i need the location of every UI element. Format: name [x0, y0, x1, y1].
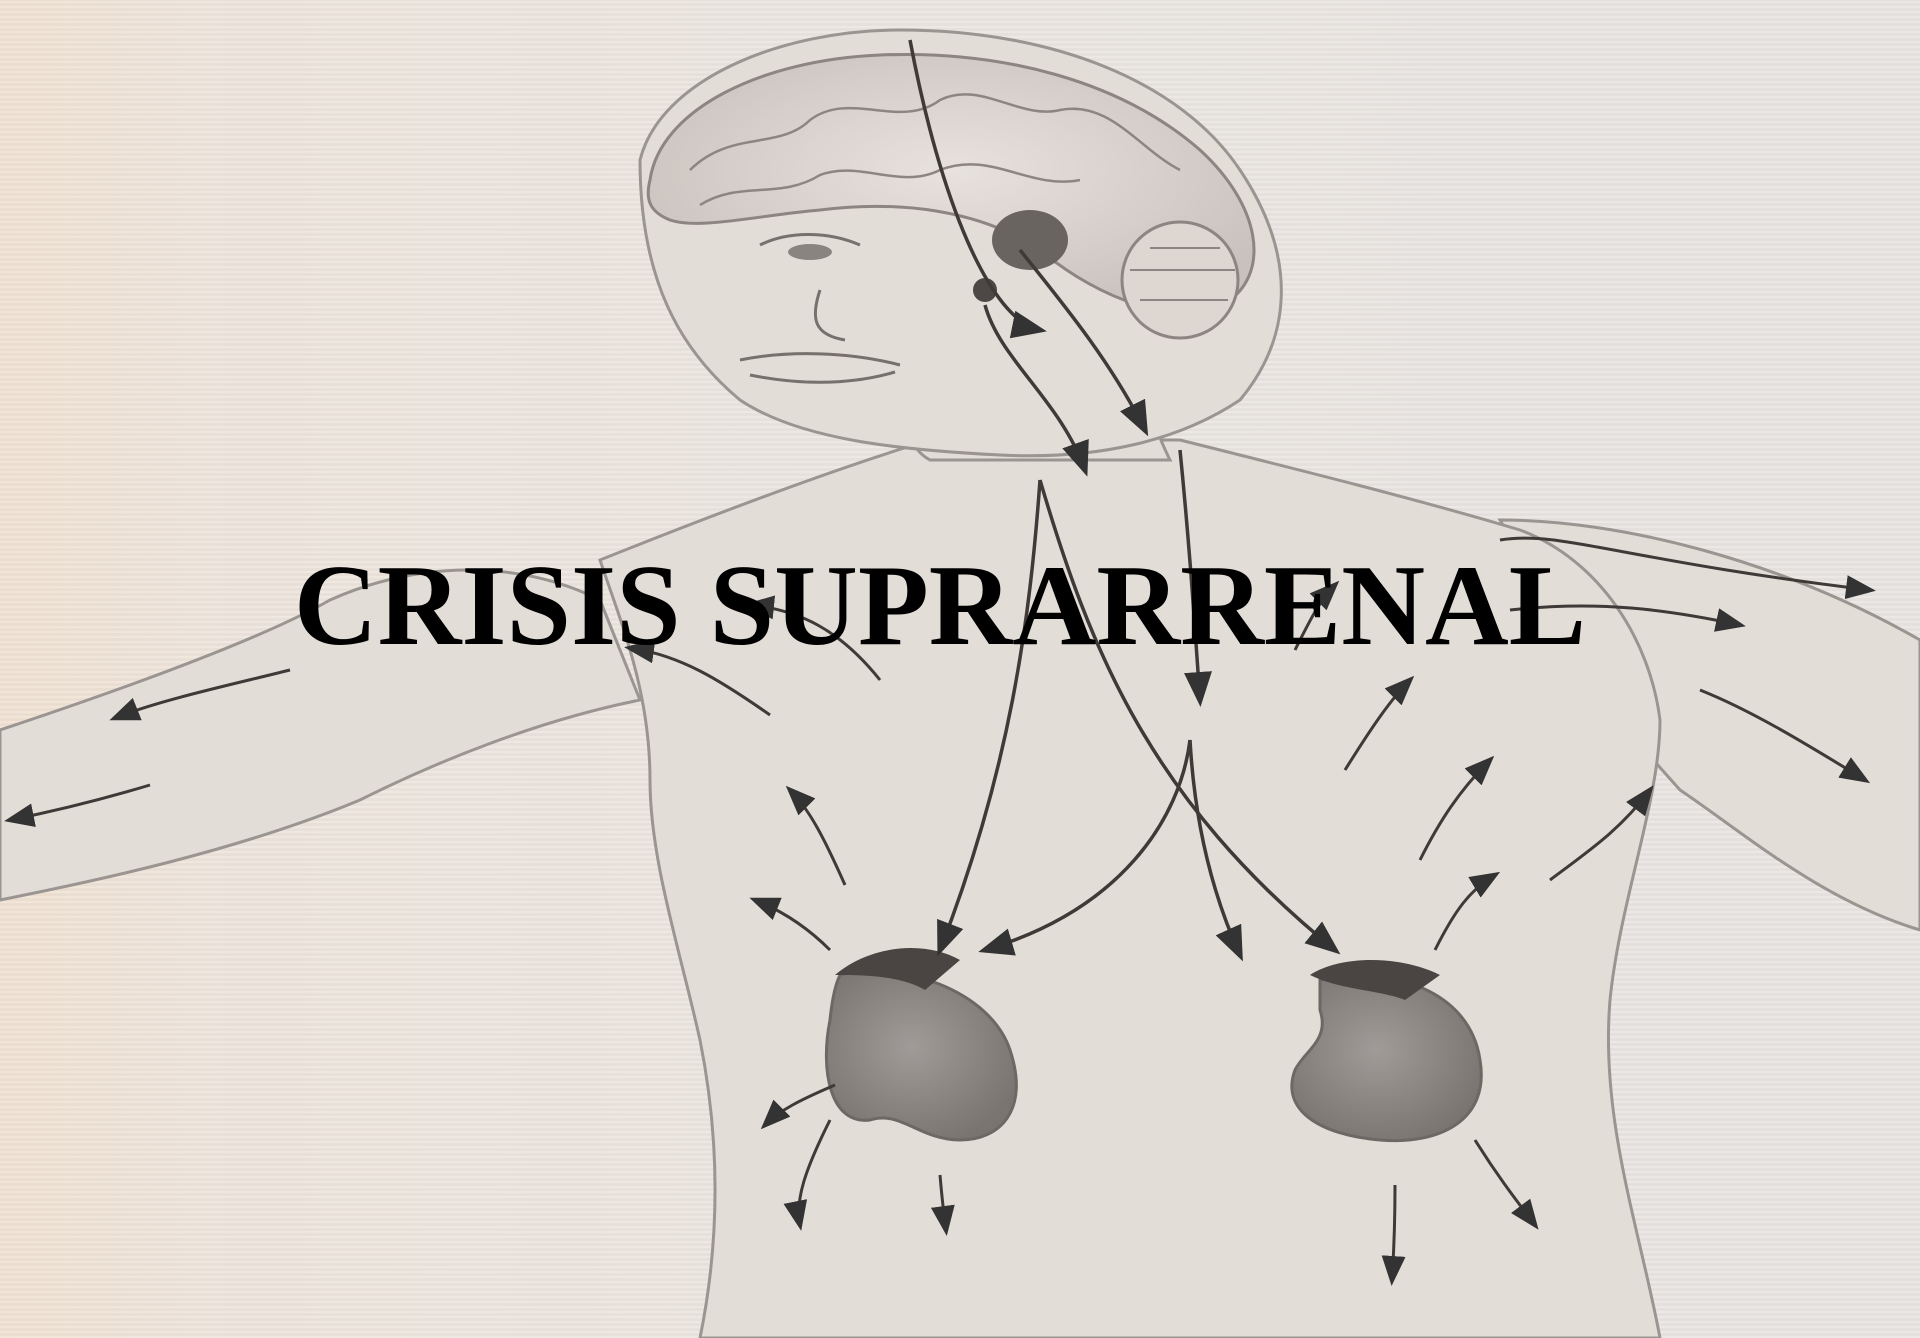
- slide-title: CRISIS SUPRARRENAL: [0, 548, 1880, 664]
